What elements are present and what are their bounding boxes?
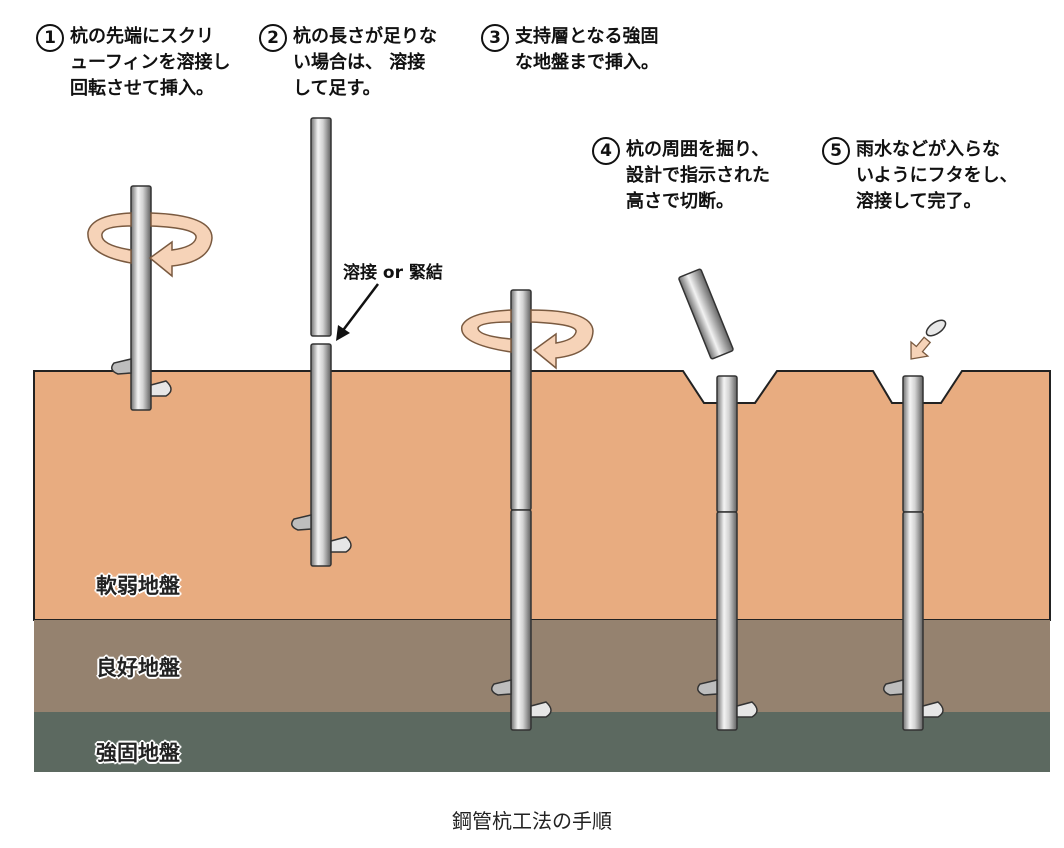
pile-step-1 bbox=[111, 185, 172, 411]
step-number: 5 bbox=[822, 137, 850, 165]
figure-caption: 鋼管杭工法の手順 bbox=[452, 809, 612, 833]
rotation-arrow-icon bbox=[461, 309, 594, 370]
step-line: 回転させて挿入。 bbox=[70, 78, 214, 99]
pile-step-2 bbox=[291, 117, 352, 567]
step-line: い場合は、 溶接 bbox=[293, 52, 426, 73]
step-line: 杭の先端にスクリ bbox=[70, 26, 214, 47]
layer-label-good: 良好地盤 bbox=[96, 656, 180, 680]
weld-pointer-arrow-icon bbox=[336, 283, 379, 341]
step-line: 設計で指示された bbox=[626, 165, 770, 186]
soft-ground-layer bbox=[33, 370, 1051, 621]
step-line: 杭の長さが足りな bbox=[293, 26, 437, 47]
pile-step-4 bbox=[678, 268, 758, 731]
layer-label-soft: 軟弱地盤 bbox=[96, 574, 180, 598]
firm-ground-layer bbox=[34, 712, 1050, 772]
cut-pile-piece bbox=[678, 268, 734, 360]
step-number: 2 bbox=[259, 24, 287, 52]
step-line: 溶接して完了。 bbox=[856, 191, 982, 212]
cap-lid bbox=[925, 319, 947, 337]
step-line: 雨水などが入らな bbox=[856, 139, 1000, 160]
step-line: ューフィンを溶接し bbox=[70, 52, 231, 73]
step-number: 4 bbox=[592, 137, 620, 165]
pile-step-5 bbox=[883, 319, 947, 731]
step-number: 1 bbox=[36, 24, 64, 52]
good-ground-layer bbox=[34, 620, 1050, 712]
weld-note-label: 溶接 or 緊結 bbox=[343, 263, 443, 283]
step-line: いようにフタをし、 bbox=[856, 165, 1018, 186]
step-line: 高さで切断。 bbox=[626, 191, 734, 212]
step-line: 支持層となる強固 bbox=[515, 26, 659, 47]
step-line: 杭の周囲を掘り、 bbox=[626, 139, 770, 160]
rotation-arrow-icon bbox=[87, 212, 213, 278]
step-line: して足す。 bbox=[293, 78, 381, 99]
layer-label-firm: 強固地盤 bbox=[96, 741, 180, 765]
pile-step-3 bbox=[491, 289, 552, 731]
step-line: な地盤まで挿入。 bbox=[515, 52, 659, 73]
down-arrow-icon bbox=[910, 336, 932, 360]
step-number: 3 bbox=[481, 24, 509, 52]
